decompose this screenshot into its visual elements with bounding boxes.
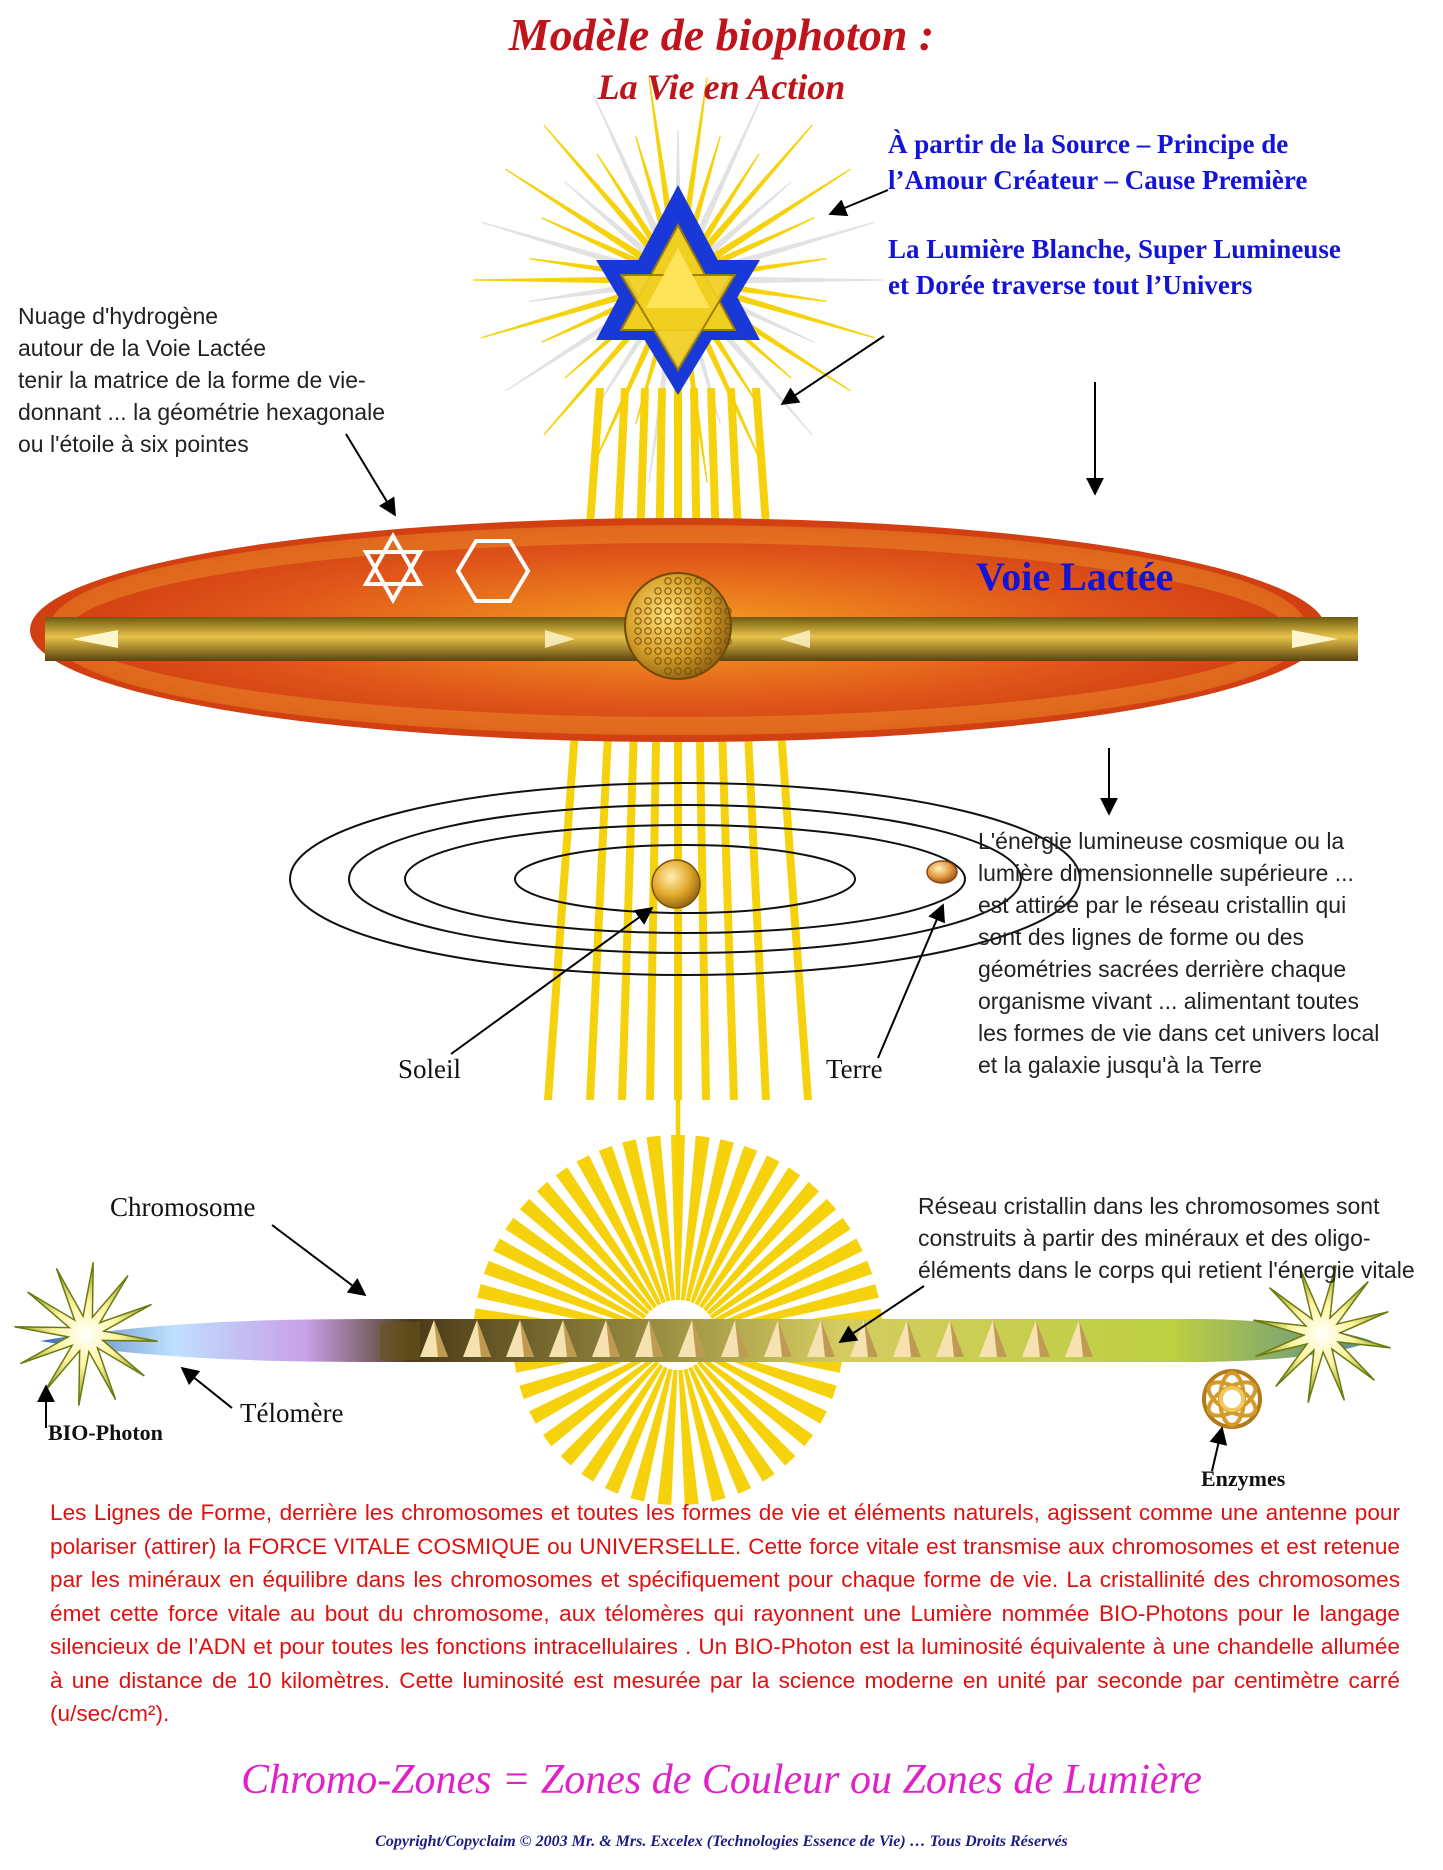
page-title: Modèle de biophoton :	[508, 9, 935, 60]
merkaba-star-icon	[596, 185, 760, 395]
enzymes-label: Enzymes	[1201, 1466, 1286, 1491]
sun-sphere-icon	[624, 572, 732, 680]
copyright-line: Copyright/Copyclaim © 2003 Mr. & Mrs. Ex…	[375, 1833, 1068, 1850]
sun-label: Soleil	[398, 1054, 462, 1084]
source-text: À partir de la Source – Principe de l’Am…	[888, 129, 1308, 195]
pyramid-icon	[420, 1320, 1093, 1357]
annotation-arrows	[37, 189, 1228, 1472]
white-light-text: La Lumière Blanche, Super Lumineuse et D…	[888, 234, 1341, 300]
biophoton-star-icon	[14, 1262, 1391, 1406]
solar-system-orbits	[289, 782, 1081, 976]
chromosome-bar	[40, 1319, 1372, 1362]
chromosome-label: Chromosome	[110, 1192, 256, 1222]
chromo-zones-caption: Chromo-Zones = Zones de Couleur ou Zones…	[241, 1757, 1202, 1803]
hexagon-icon	[455, 539, 531, 603]
page-subtitle: La Vie en Action	[597, 67, 846, 107]
telomere-label: Télomère	[240, 1398, 344, 1428]
hydrogen-note: Nuage d'hydrogène autour de la Voie Lact…	[18, 303, 385, 457]
energy-note: L'énergie lumineuse cosmique ou la lumiè…	[978, 828, 1380, 1078]
explanation-paragraph: Les Lignes de Forme, derrière les chromo…	[50, 1500, 1400, 1726]
crystal-note: Réseau cristallin dans les chromosomes s…	[918, 1193, 1415, 1283]
biophoton-label: BIO-Photon	[48, 1420, 163, 1445]
earth-label: Terre	[826, 1054, 883, 1084]
earth-planet-icon	[926, 860, 958, 884]
milky-way-label: Voie Lactée	[976, 554, 1174, 599]
light-rays-column	[544, 388, 812, 1220]
small-sun-icon	[651, 859, 701, 909]
star-of-david-icon	[362, 531, 424, 605]
enzyme-knot-icon	[1202, 1369, 1262, 1429]
